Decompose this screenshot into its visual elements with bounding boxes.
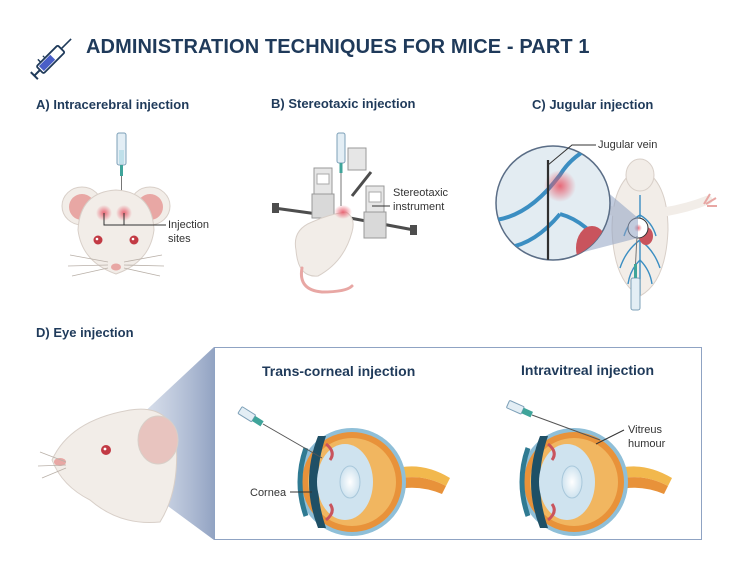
injection-sites-label-line1: Injection xyxy=(168,219,209,231)
injection-sites-label-line2: sites xyxy=(168,233,191,245)
stereotaxic-instrument-label: Stereotaxic instrument xyxy=(393,186,448,214)
trans-corneal-title: Trans-corneal injection xyxy=(262,363,416,379)
section-title-intracerebral: A) Intracerebral injection xyxy=(36,97,190,112)
injection-sites-label: Injection sites xyxy=(168,218,209,246)
intravitreal-eye-diagram xyxy=(506,400,672,536)
eye-injection-panel xyxy=(214,347,702,540)
stereotaxic-label-line1: Stereotaxic xyxy=(393,187,449,199)
stereotaxic-label-line2: instrument xyxy=(393,201,445,213)
intracerebral-mouse-illustration xyxy=(61,132,171,277)
cornea-label: Cornea xyxy=(250,487,287,499)
vitreus-label-line1: Vitreus xyxy=(628,424,663,436)
page-title: ADMINISTRATION TECHNIQUES FOR MICE - PAR… xyxy=(86,36,590,58)
stereotaxic-illustration xyxy=(272,132,417,294)
vitreus-humour-label: Vitreus humour xyxy=(628,423,665,451)
trans-corneal-eye-diagram xyxy=(237,406,450,536)
jugular-illustration xyxy=(495,144,717,311)
eye-injection-mouse xyxy=(37,347,214,540)
section-title-jugular: C) Jugular injection xyxy=(532,97,654,112)
syringe-icon xyxy=(30,38,72,80)
jugular-vein-label: Jugular vein xyxy=(598,139,658,151)
vitreus-label-line2: humour xyxy=(628,438,666,450)
intravitreal-title: Intravitreal injection xyxy=(521,362,655,378)
section-title-eye: D) Eye injection xyxy=(36,325,134,340)
section-title-stereotaxic: B) Stereotaxic injection xyxy=(271,96,416,111)
